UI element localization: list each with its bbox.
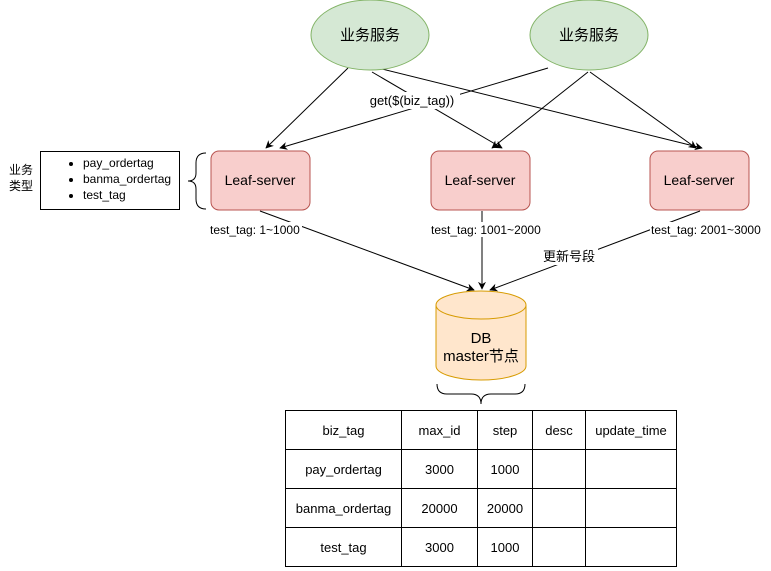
table-cell (585, 449, 677, 489)
table-header-cell: biz_tag (285, 410, 402, 450)
server-label: Leaf-server (664, 172, 735, 188)
service-node-1: 业务服务 (310, 0, 430, 71)
edge-service2-server2 (491, 71, 589, 149)
server-box (649, 150, 750, 211)
segment-label-1: test_tag: 1~1000 (210, 223, 300, 237)
biz-type-label: 业务 类型 (7, 162, 35, 194)
service-ellipse (310, 0, 430, 71)
edge-service1-server2 (371, 71, 503, 149)
db-label-line1: DB (471, 330, 492, 347)
biz-type-label-line2: 类型 (8, 179, 33, 193)
db-table: biz_tag max_id step desc update_time pay… (285, 410, 677, 567)
leaf-server-3: Leaf-server (649, 150, 750, 211)
db-cylinder-rim (435, 304, 527, 320)
table-cell (532, 527, 586, 567)
edge-service1-server3 (377, 67, 703, 151)
table-cell (585, 527, 677, 567)
server-box (430, 150, 531, 211)
segment-label-2: test_tag: 1001~2000 (431, 223, 541, 237)
table-row: pay_ordertag 3000 1000 (285, 449, 677, 489)
db-table-brace (436, 383, 526, 405)
biz-type-item: banma_ordertag (83, 171, 179, 187)
table-cell: 20000 (401, 488, 478, 528)
db-cylinder-body (435, 290, 527, 381)
table-row: test_tag 3000 1000 (285, 527, 677, 567)
service-to-server-edges (265, 67, 703, 151)
table-header-cell: desc (532, 410, 586, 450)
update-label-backdrop (540, 248, 598, 265)
table-cell: 3000 (401, 527, 478, 567)
edge-service1-server1 (265, 67, 349, 149)
biz-type-item: test_tag (83, 187, 179, 203)
table-row: banma_ordertag 20000 20000 (285, 488, 677, 528)
server-box (210, 150, 311, 211)
service-label: 业务服务 (340, 27, 400, 44)
request-label-backdrop (364, 92, 460, 109)
segment-label-3: test_tag: 2001~3000 (651, 223, 761, 237)
table-cell (532, 488, 586, 528)
table-cell: banma_ordertag (285, 488, 402, 528)
server-label: Leaf-server (445, 172, 516, 188)
update-label: 更新号段 (543, 249, 595, 264)
table-cell: 1000 (477, 449, 533, 489)
table-cell (585, 488, 677, 528)
table-header-cell: max_id (401, 410, 478, 450)
table-header-cell: update_time (585, 410, 677, 450)
table-header-cell: step (477, 410, 533, 450)
service-ellipse (529, 0, 649, 71)
service-node-2: 业务服务 (529, 0, 649, 71)
biz-type-label-line1: 业务 (8, 163, 33, 177)
segment-label-backdrop (430, 222, 544, 237)
table-cell: test_tag (285, 527, 402, 567)
db-label-line2: master节点 (443, 348, 519, 365)
table-cell: pay_ordertag (285, 449, 402, 489)
table-cell: 3000 (401, 449, 478, 489)
table-cell: 1000 (477, 527, 533, 567)
db-node: DB master节点 (435, 290, 527, 381)
segment-label-backdrop (210, 222, 302, 237)
request-label: get($(biz_tag)) (370, 93, 455, 108)
server-label: Leaf-server (225, 172, 296, 188)
leaf-server-2: Leaf-server (430, 150, 531, 211)
edge-service2-server3 (589, 71, 697, 149)
biz-type-item: pay_ordertag (83, 155, 179, 171)
service-label: 业务服务 (559, 27, 619, 44)
table-cell: 20000 (477, 488, 533, 528)
biz-type-list-box: pay_ordertag banma_ordertag test_tag (40, 151, 180, 210)
table-header-row: biz_tag max_id step desc update_time (285, 410, 677, 450)
biz-type-brace (187, 152, 207, 210)
table-cell (532, 449, 586, 489)
leaf-server-1: Leaf-server (210, 150, 311, 211)
segment-label-backdrop (650, 222, 764, 237)
biz-type-list: pay_ordertag banma_ordertag test_tag (41, 152, 179, 203)
